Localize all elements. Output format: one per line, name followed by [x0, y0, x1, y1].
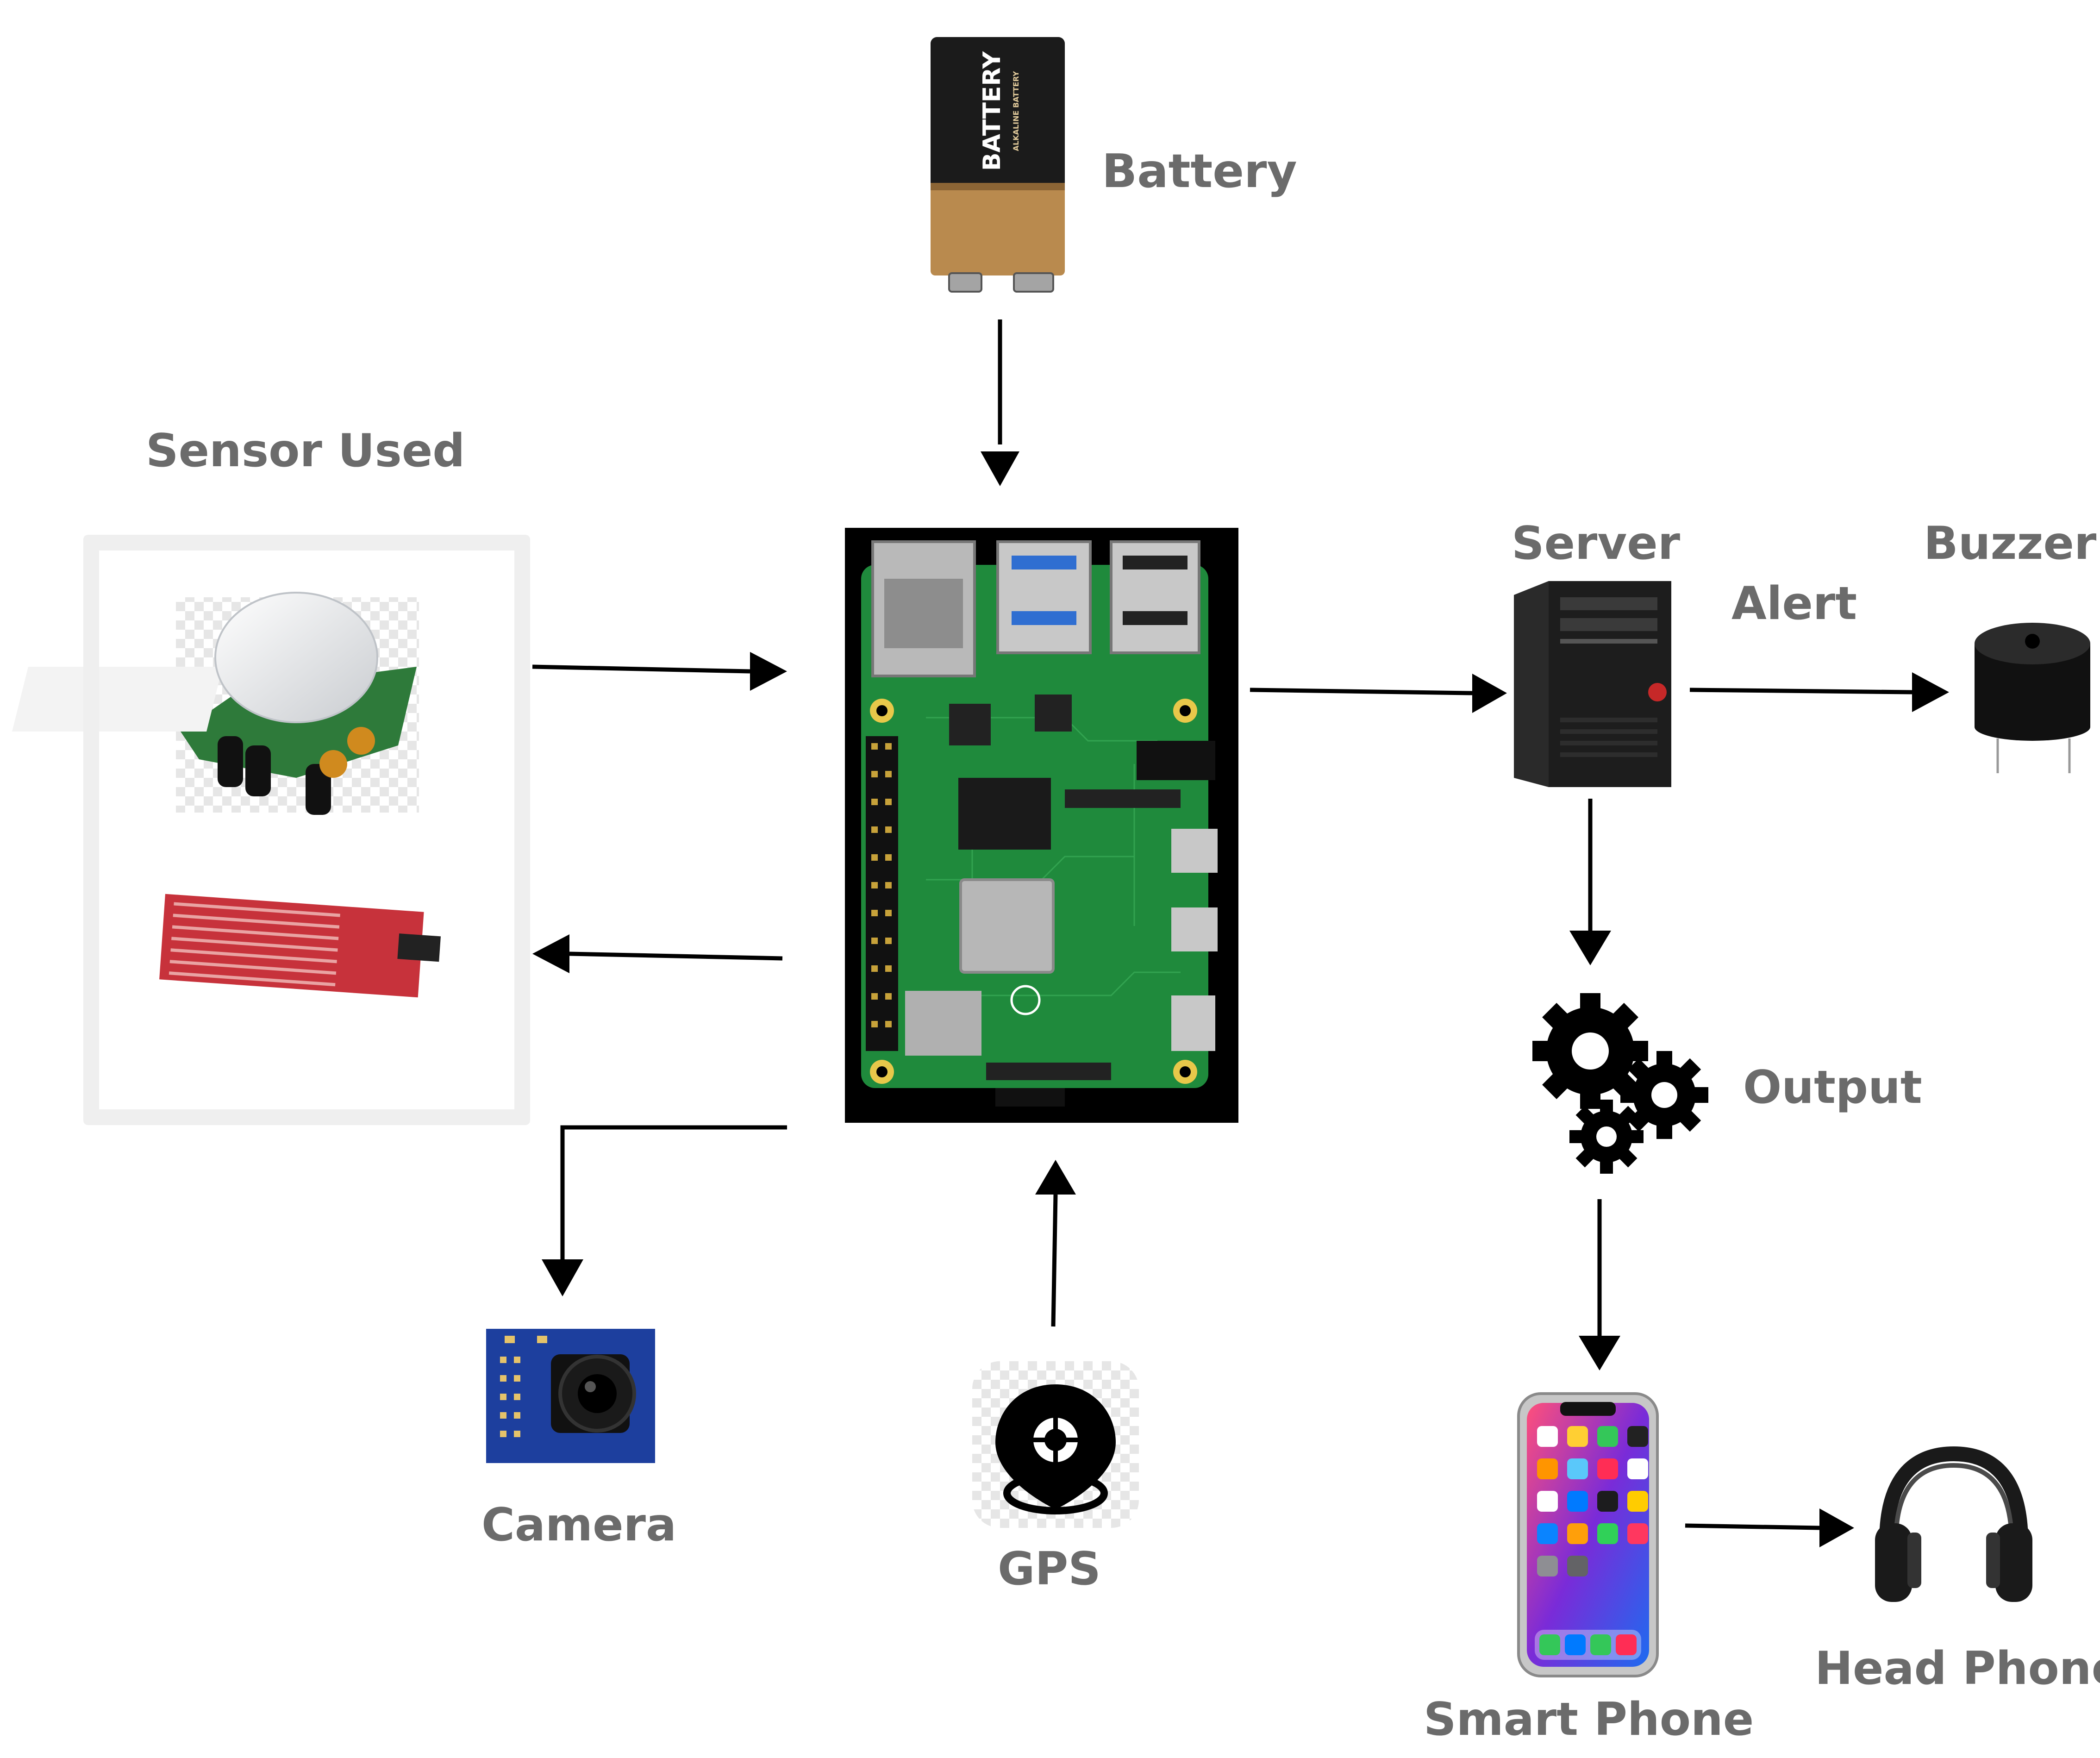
arrow-sensors-to-pi [532, 652, 787, 691]
battery-sub-text: ALKALINE BATTERY [1012, 71, 1020, 151]
battery-brand-text: BATTERY [978, 50, 1006, 171]
raspberry-pi-image [845, 528, 1238, 1123]
arrow-server-to-buzzer [1689, 672, 1949, 712]
alert-label: Alert [1731, 577, 1857, 630]
water-level-sensor-image [159, 894, 441, 998]
sensor-panel [83, 535, 530, 1125]
arrow-server-to-output [1569, 799, 1611, 965]
arrow-battery-to-pi [981, 319, 1019, 486]
gears-icon [1532, 993, 1708, 1174]
gps-location-icon [972, 1361, 1139, 1528]
server-image [1514, 581, 1671, 787]
battery-label: Battery [1102, 144, 1297, 198]
pir-sensor-image [12, 592, 419, 815]
sensor-used-label: Sensor Used [146, 425, 465, 477]
arrows [532, 319, 1949, 1547]
arrow-pi-to-camera [542, 1125, 787, 1296]
arrow-output-to-phone [1579, 1199, 1620, 1370]
server-label: Server [1512, 517, 1681, 570]
camera-label: Camera [481, 1499, 677, 1552]
head-phone-label: Head Phone [1815, 1642, 2100, 1695]
arrow-pi-to-server [1250, 674, 1507, 713]
arrow-phone-to-headphone [1685, 1508, 1854, 1547]
headphones-image [1875, 1446, 2032, 1602]
battery-image: BATTERY ALKALINE BATTERY [931, 37, 1065, 293]
arrow-pi-to-sensors [532, 934, 783, 973]
buzzer-image [1975, 623, 2090, 773]
gps-label: GPS [998, 1543, 1101, 1595]
camera-module-image [486, 1329, 655, 1463]
arrow-gps-to-pi [1035, 1160, 1076, 1327]
output-label: Output [1743, 1061, 1922, 1114]
smart-phone-label: Smart Phone [1424, 1693, 1754, 1746]
smart-phone-image [1517, 1392, 1659, 1677]
buzzer-label: Buzzer [1924, 517, 2097, 570]
